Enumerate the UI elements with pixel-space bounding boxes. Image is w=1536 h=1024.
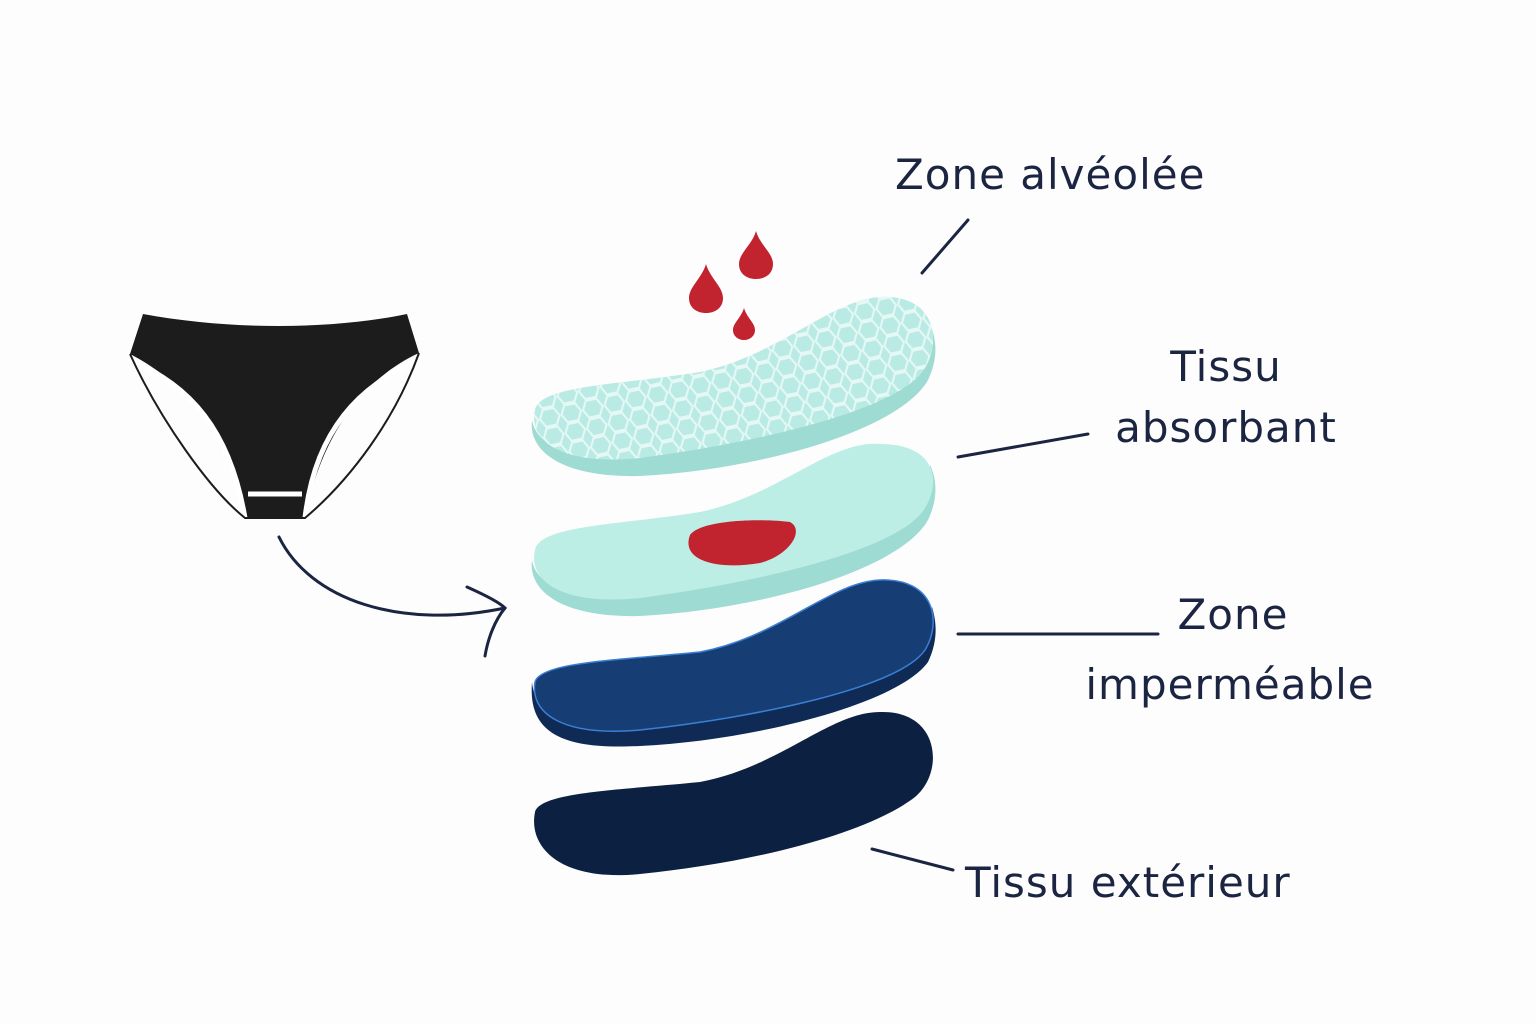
label-outer-fabric: Tissu extérieur — [964, 858, 1291, 907]
label-absorbent-line2: absorbant — [1115, 403, 1337, 452]
leader-line-outer — [870, 847, 955, 872]
honeycomb-layer — [531, 296, 936, 477]
label-waterproof-line2: imperméable — [1085, 660, 1374, 709]
leader-line-absorbent — [956, 432, 1090, 459]
outer-fabric-layer — [534, 711, 933, 876]
underwear-icon — [129, 314, 420, 519]
arrow-icon — [277, 535, 508, 658]
leader-line-honeycomb — [920, 218, 970, 275]
label-honeycomb-zone: Zone alvéolée — [895, 150, 1205, 199]
blood-stain — [688, 520, 796, 566]
blood-drops-icon — [689, 231, 773, 340]
label-absorbent-line1: Tissu — [1169, 342, 1281, 391]
label-waterproof-line1: Zone — [1178, 590, 1289, 639]
waterproof-layer — [531, 579, 936, 747]
